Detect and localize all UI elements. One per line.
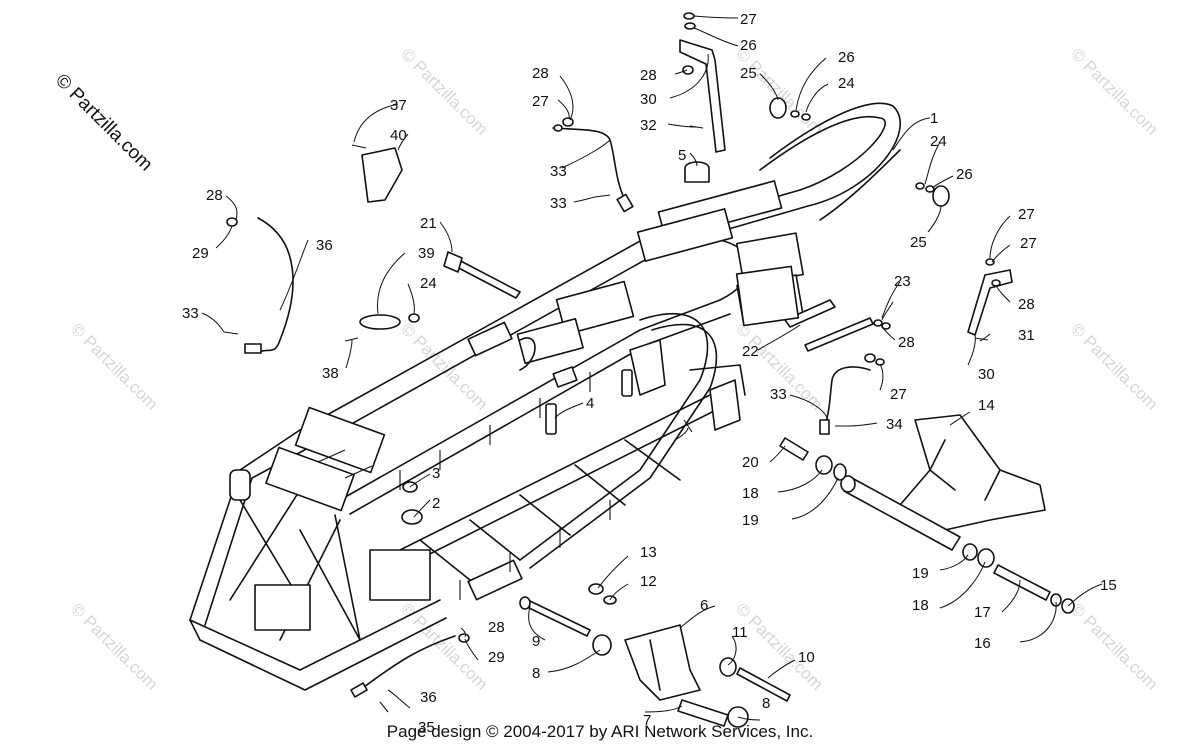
callout-label: 40: [390, 127, 407, 144]
callout-label: 29: [192, 245, 209, 262]
callout-label: 17: [974, 604, 991, 621]
callout-label: 18: [742, 485, 759, 502]
watermark: © Partzilla.com: [1067, 319, 1161, 413]
callout-label: 16: [974, 635, 991, 652]
callout-label: 33: [770, 386, 787, 403]
callout-label: 4: [586, 395, 594, 412]
watermark: © Partzilla.com: [1067, 44, 1161, 138]
callout-label: 37: [390, 97, 407, 114]
callout-label: 33: [550, 163, 567, 180]
callout-label: 5: [678, 147, 686, 164]
callout-label: 29: [488, 649, 505, 666]
callout-label: 28: [898, 334, 915, 351]
callout-label: 24: [930, 133, 947, 150]
callout-labels: 1 2 3 4 5 6 7 8 8 9 10 11 12 13 14 15 16…: [182, 11, 1117, 736]
callout-label: 8: [762, 695, 770, 712]
frame-assembly: [189, 102, 901, 691]
callout-label: 19: [912, 565, 929, 582]
callout-label: 35: [418, 719, 435, 736]
callout-label: 34: [886, 416, 903, 433]
loose-parts: [223, 12, 1075, 728]
callout-label: 28: [640, 67, 657, 84]
callout-label: 8: [532, 665, 540, 682]
callout-label: 38: [322, 365, 339, 382]
callout-label: 27: [532, 93, 549, 110]
callout-label: 28: [1018, 296, 1035, 313]
callout-label: 9: [532, 633, 540, 650]
callout-label: 15: [1100, 577, 1117, 594]
callout-label: 1: [930, 110, 938, 127]
callout-label: 11: [732, 624, 748, 641]
callout-label: 20: [742, 454, 759, 471]
callout-label: 31: [1018, 327, 1035, 344]
callout-label: 33: [550, 195, 567, 212]
callout-label: 19: [742, 512, 759, 529]
callout-label: 33: [182, 305, 199, 322]
callout-label: 30: [640, 91, 657, 108]
callout-label: 22: [742, 343, 759, 360]
callout-label: 25: [740, 65, 757, 82]
callout-label: 28: [206, 187, 223, 204]
page-footer: Page design © 2004-2017 by ARI Network S…: [386, 722, 814, 741]
callout-label: 28: [532, 65, 549, 82]
watermark: © Partzilla.com: [397, 319, 491, 413]
callout-label: 10: [798, 649, 815, 666]
callout-label: 26: [838, 49, 855, 66]
callout-label: 18: [912, 597, 929, 614]
watermark: © Partzilla.com: [732, 44, 826, 138]
leader-lines: [201, 15, 1103, 721]
callout-label: 23: [894, 273, 911, 290]
callout-label: 14: [978, 397, 995, 414]
callout-label: 27: [890, 386, 907, 403]
callout-label: 27: [1020, 235, 1037, 252]
watermark: © Partzilla.com: [1067, 599, 1161, 693]
callout-label: 26: [956, 166, 973, 183]
callout-label: 24: [420, 275, 437, 292]
watermark: © Partzilla.com: [67, 319, 161, 413]
callout-label: 28: [488, 619, 505, 636]
callout-label: 32: [640, 117, 657, 134]
callout-label: 30: [978, 366, 995, 383]
callout-label: 25: [910, 234, 927, 251]
watermark: © Partzilla.com: [397, 44, 491, 138]
callout-label: 6: [700, 597, 708, 614]
callout-label: 2: [432, 495, 440, 512]
callout-label: 26: [740, 37, 757, 54]
callout-label: 12: [640, 573, 657, 590]
callout-label: 7: [643, 712, 651, 729]
callout-label: 36: [316, 237, 333, 254]
callout-label: 27: [740, 11, 757, 28]
callout-label: 39: [418, 245, 435, 262]
callout-label: 13: [640, 544, 657, 561]
callout-label: 21: [420, 215, 437, 232]
watermark: © Partzilla.com: [67, 599, 161, 693]
callout-label: 27: [1018, 206, 1035, 223]
callout-label: 36: [420, 689, 437, 706]
callout-label: 24: [838, 75, 855, 92]
callout-label: 3: [432, 465, 440, 482]
